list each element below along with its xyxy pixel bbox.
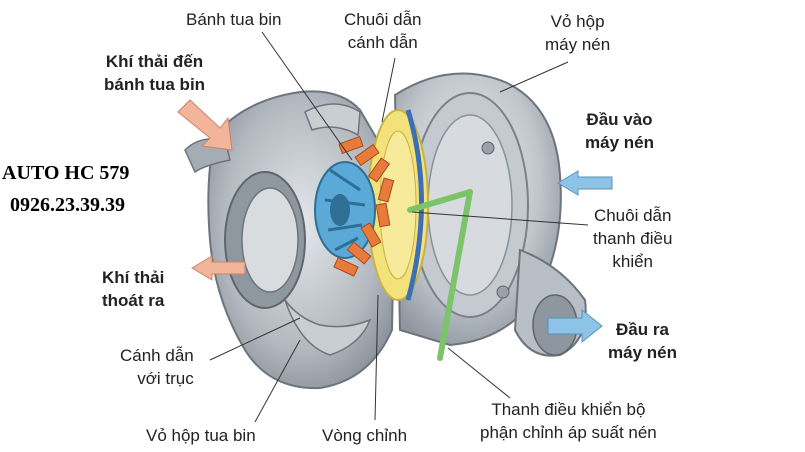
watermark-phone: 0926.23.39.39	[10, 194, 125, 216]
label-turbine-housing: Vỏ hộp tua bin	[146, 426, 256, 445]
label-vane-shaft: Cánh dẫn với trục	[120, 346, 194, 388]
label-compressor-housing: Vỏ hộp máy nén	[545, 12, 611, 54]
label-exhaust-out: Khí thải thoát ra	[102, 268, 165, 310]
guide-vanes	[333, 135, 395, 277]
watermark-brand: AUTO HC 579	[2, 162, 130, 184]
compressor-outlet-arrow	[547, 308, 603, 344]
control-rod	[407, 189, 473, 361]
label-exhaust-in: Khí thải đến bánh tua bin	[104, 52, 206, 94]
turbine-wheel	[314, 161, 376, 259]
label-turbine-wheel: Bánh tua bin	[186, 10, 282, 29]
label-rod-chain: Chuôi dẫn thanh điều khiển	[593, 206, 673, 271]
leader-lines	[209, 31, 589, 423]
label-vane-chain: Chuôi dẫn cánh dẫn	[344, 10, 422, 52]
label-adjust-ring: Vòng chỉnh	[322, 426, 408, 445]
label-compressor-outlet: Đầu ra máy nén	[608, 320, 677, 362]
adjusting-ring	[367, 109, 429, 301]
exhaust-out-arrow	[191, 255, 246, 281]
label-compressor-inlet: Đầu vào máy nén	[585, 110, 654, 152]
compressor-inlet-arrow	[557, 170, 613, 196]
exhaust-in-arrow	[177, 99, 233, 151]
label-control-rod: Thanh điều khiển bộ phận chỉnh áp suất n…	[480, 400, 657, 442]
